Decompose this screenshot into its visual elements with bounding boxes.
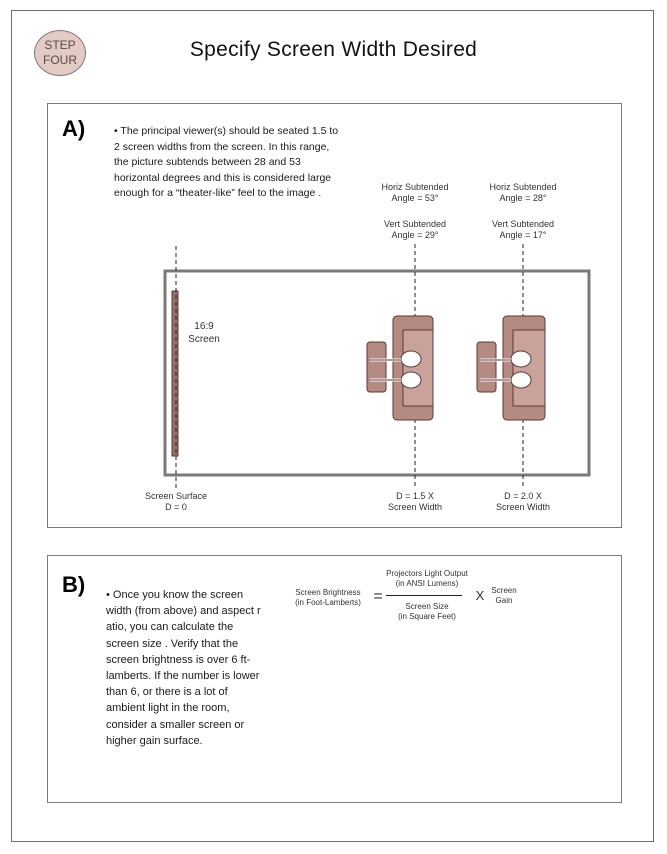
panel-a: A) • The principal viewer(s) should be s…: [47, 103, 622, 528]
seat1-vert-label: Vert Subtended Angle = 29°: [360, 219, 470, 241]
room-diagram: [163, 244, 591, 489]
section-b-bullet: • Once you know the screen width (from a…: [106, 589, 261, 747]
section-b-label: B): [62, 572, 86, 597]
page-border: [11, 10, 654, 842]
formula-gain-line1: Screen: [491, 586, 517, 595]
screen-label-line2: Screen: [188, 334, 220, 345]
sofa-1: [366, 315, 434, 421]
formula-lhs-line2: (in Foot-Lamberts): [295, 598, 361, 607]
sofa-2-legs-outline: [480, 359, 511, 381]
sofa-1-legs-outline: [370, 359, 401, 381]
formula-gain-line2: Gain: [495, 596, 513, 605]
seat2-horiz-line1: Horiz Subtended: [489, 182, 557, 192]
seat2-distance-label: D = 2.0 X Screen Width: [468, 491, 578, 513]
seat2-distance-line2: Screen Width: [495, 502, 551, 512]
seat1-vert-line2: Angle = 29°: [391, 230, 439, 240]
sofa-1-person-2: [400, 371, 422, 389]
page-title: Specify Screen Width Desired: [189, 38, 478, 61]
sofa-1-person-1: [400, 350, 422, 368]
seat2-vert-line2: Angle = 17°: [499, 230, 547, 240]
sofa-2-person-2: [510, 371, 532, 389]
seat1-horiz-line2: Angle = 53°: [391, 193, 439, 203]
sofa-2-ottoman: [476, 341, 497, 393]
sofa-2: [476, 315, 546, 421]
step-badge-line1: STEP: [44, 38, 76, 52]
seat1-distance-label: D = 1.5 X Screen Width: [360, 491, 470, 513]
section-a-label: A): [62, 116, 86, 141]
formula-numerator-line2: (in ANSI Lumens): [395, 579, 459, 588]
formula-denominator-line2: (in Square Feet): [398, 612, 456, 621]
sofa-2-cushion: [512, 329, 546, 407]
formula-times: X: [475, 588, 485, 603]
seat2-vert-label: Vert Subtended Angle = 17°: [468, 219, 578, 241]
seat2-distance-line1: D = 2.0 X: [504, 491, 542, 501]
seat1-distance-line2: Screen Width: [387, 502, 443, 512]
formula-denominator-line1: Screen Size: [405, 602, 449, 611]
panel-b: B) • Once you know the screen width (fro…: [47, 555, 622, 803]
step-badge-line2: FOUR: [43, 53, 77, 67]
seat2-horiz-label: Horiz Subtended Angle = 28°: [468, 182, 578, 204]
formula-numerator-line1: Projectors Light Output: [386, 569, 468, 578]
seat1-vert-line1: Vert Subtended: [383, 219, 447, 229]
screen-label: 16:9 Screen: [184, 320, 224, 346]
screen-surface-line1: Screen Surface: [144, 491, 208, 501]
section-a-bullet: • The principal viewer(s) should be seat…: [114, 125, 339, 200]
seat2-vert-line1: Vert Subtended: [491, 219, 555, 229]
formula-lhs-line1: Screen Brightness: [295, 588, 361, 597]
sofa-2-person-1: [510, 350, 532, 368]
seat1-horiz-line1: Horiz Subtended: [381, 182, 449, 192]
screen-surface-label: Screen Surface D = 0: [126, 491, 226, 513]
formula-gain: Screen Gain: [484, 586, 524, 606]
screen-surface-line2: D = 0: [165, 502, 187, 512]
formula-lhs: Screen Brightness (in Foot-Lamberts): [286, 588, 370, 608]
room-outline: [163, 269, 591, 477]
formula-denominator: Screen Size (in Square Feet): [378, 602, 476, 622]
seat2-horiz-line2: Angle = 28°: [499, 193, 547, 203]
formula-fraction-bar: [386, 595, 462, 596]
screen-label-line1: 16:9: [194, 321, 214, 332]
step-badge: STEP FOUR: [34, 30, 86, 76]
formula-equals: =: [373, 588, 383, 605]
formula-numerator: Projectors Light Output (in ANSI Lumens): [378, 569, 476, 589]
sofa-1-cushion: [402, 329, 434, 407]
seat1-distance-line1: D = 1.5 X: [396, 491, 434, 501]
sofa-1-ottoman: [366, 341, 387, 393]
seat1-horiz-label: Horiz Subtended Angle = 53°: [360, 182, 470, 204]
screen-bar: [171, 290, 179, 457]
